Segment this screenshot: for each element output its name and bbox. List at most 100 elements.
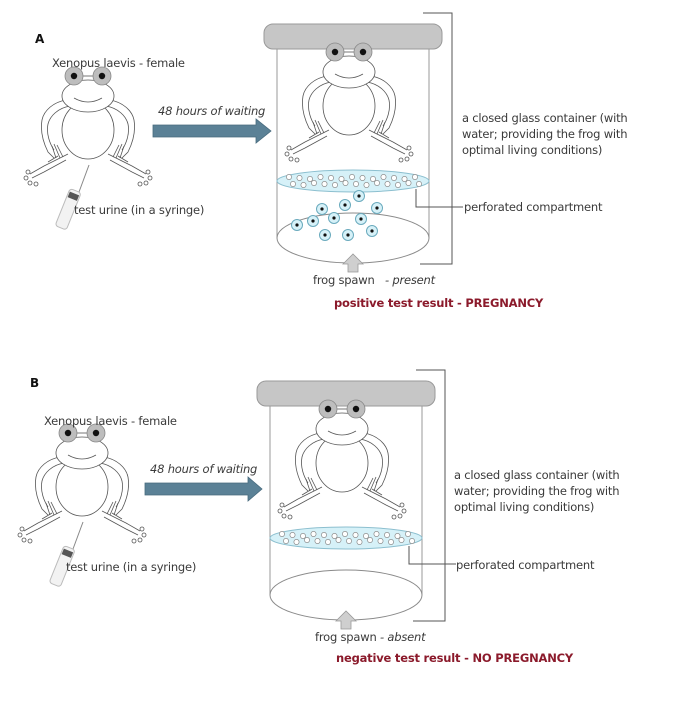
compartment-hole (363, 182, 370, 188)
frog-right-hand (373, 119, 386, 135)
compartment-hole (293, 539, 300, 545)
compartment-hole (373, 531, 380, 537)
container-label: a closed glass container (with water; pr… (454, 468, 620, 514)
container-lid (263, 23, 443, 50)
compartment-hole (395, 182, 401, 188)
frog-spawn-nucleus (359, 217, 363, 221)
frog-left-hand (45, 500, 58, 516)
frog-toe (27, 538, 33, 544)
frog-icon (284, 42, 414, 163)
compartment-hole (300, 182, 307, 188)
frog-left-arm (35, 456, 65, 516)
compartment-hole (416, 181, 422, 187)
spawn-state: - absent (380, 630, 426, 644)
test-result: negative test result - NO PREGNANCY (336, 651, 573, 665)
frog-right-hand (366, 476, 379, 492)
compartment-leader-line (415, 189, 463, 208)
frog-label: Xenopus laevis - female (44, 414, 177, 428)
compartment-hole (296, 175, 303, 181)
frog-left-pupil (331, 48, 339, 56)
frog-left-hand (51, 143, 64, 159)
frog-toe (145, 169, 151, 175)
spawn-pointer-arrow (335, 610, 357, 630)
frog-icon (17, 423, 147, 544)
frog-toe (17, 532, 23, 538)
frog-left-hand (312, 119, 325, 135)
frog-spawn-nucleus (323, 233, 327, 237)
compartment-hole (370, 176, 376, 182)
compartment-hole (342, 180, 349, 186)
compartment-hole (317, 174, 324, 180)
compartment-hole (409, 538, 415, 544)
compartment-label: perforated compartment (456, 558, 595, 572)
compartment-hole (346, 538, 352, 544)
frog-left-hand (305, 476, 318, 492)
glass-container (263, 12, 463, 273)
compartment-hole (286, 174, 292, 180)
frog-left-arm (41, 99, 71, 159)
frog-drawing (17, 423, 147, 544)
spawn-label-text: frog spawn (313, 273, 375, 287)
frog-icon (23, 66, 153, 187)
frog-right-arm (366, 75, 396, 135)
spawn-label-text: frog spawn (315, 630, 377, 644)
container-lid (256, 380, 436, 407)
compartment-hole (300, 533, 306, 539)
arrow-label: 48 hours of waiting (158, 104, 266, 118)
compartment-hole (342, 531, 348, 537)
frog-toe (21, 537, 27, 543)
frog-toe (33, 181, 39, 187)
frog-spawn-nucleus (357, 194, 361, 198)
syringe-icon (49, 521, 84, 587)
container-bracket (413, 369, 446, 622)
compartment-hole (394, 533, 401, 539)
frog-left-pupil (324, 405, 332, 413)
compartment-hole (405, 531, 411, 537)
panel-a-illustration (23, 12, 463, 273)
test-result: positive test result - PREGNANCY (334, 296, 544, 310)
frog-spawn-nucleus (332, 216, 336, 220)
compartment-hole (311, 180, 317, 186)
container-label: a closed glass container (with water; pr… (462, 111, 628, 157)
frog-toe (23, 175, 29, 181)
spawn-state: - present (384, 273, 435, 287)
compartment-hole (412, 174, 418, 180)
frog-spawn-nucleus (370, 229, 374, 233)
frog-mouth (67, 454, 97, 460)
compartment-hole (349, 174, 355, 180)
panel-letter: B (30, 376, 39, 390)
frog-toe (399, 502, 405, 508)
frog-label: Xenopus laevis - female (52, 56, 185, 70)
compartment-hole (353, 181, 359, 187)
syringe-label: test urine (in a syringe) (74, 203, 205, 217)
perforated-compartment (276, 169, 430, 193)
frog-spawn-nucleus (375, 206, 379, 210)
frog-toe (131, 538, 137, 544)
frog-toe (19, 526, 25, 532)
panel-b-illustration (17, 369, 456, 630)
spawn-pointer-arrow (342, 253, 364, 273)
frog-toe (286, 145, 292, 151)
frog-left-pupil (70, 72, 78, 80)
frog-toe (408, 151, 414, 157)
frog-mouth (73, 97, 103, 103)
frog-mouth (334, 73, 364, 79)
frog-right-pupil (359, 48, 367, 56)
frog-right-leg (361, 486, 401, 512)
frog-toe (397, 513, 403, 519)
frog-spawn-nucleus (320, 207, 324, 211)
compartment-hole (307, 176, 313, 182)
frog-right-arm (99, 456, 129, 516)
compartment-hole (328, 175, 334, 181)
frog-spawn-nucleus (311, 219, 315, 223)
compartment-hole (380, 174, 387, 180)
compartment-hole (332, 182, 338, 188)
compartment-hole (304, 537, 310, 543)
compartment-hole (338, 176, 345, 182)
frog-toe (279, 502, 285, 508)
compartment-hole (388, 539, 394, 545)
compartment-hole (391, 175, 397, 181)
compartment-hole (290, 181, 296, 187)
spawn-label: frog spawn - present (313, 273, 435, 287)
frog-toe (143, 180, 149, 186)
